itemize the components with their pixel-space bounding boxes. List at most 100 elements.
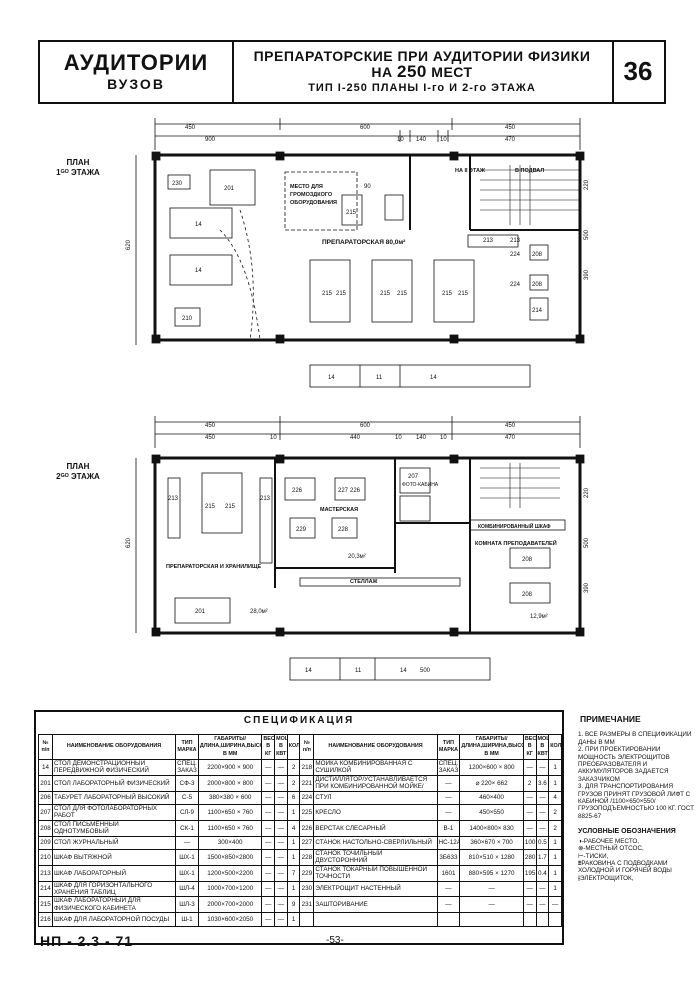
spec-cell: 216 [38, 912, 53, 927]
spec-cell: 207 [38, 804, 53, 821]
spec-cell: — [274, 774, 288, 792]
title-block: АУДИТОРИИ ВУЗОВ ПРЕПАРАТОРСКИЕ ПРИ АУДИТ… [38, 40, 666, 104]
page-number: -53- [326, 935, 344, 946]
svg-text:500: 500 [420, 668, 431, 674]
spec-cell: — [274, 819, 288, 837]
spec-cell: 450×550 [459, 804, 524, 821]
svg-text:14: 14 [195, 268, 202, 274]
spec-cell: — [261, 912, 276, 927]
spec-cell: 228 [299, 849, 315, 866]
spec-cell: — [274, 804, 288, 821]
svg-text:215: 215 [205, 504, 216, 510]
svg-text:МАСТЕРСКАЯ: МАСТЕРСКАЯ [320, 507, 358, 513]
category-subtitle: ВУЗОВ [107, 76, 165, 92]
spec-cell: — [535, 804, 550, 821]
svg-text:450: 450 [505, 423, 516, 429]
spec-cell: 0.4 [535, 864, 550, 882]
svg-text:226: 226 [292, 488, 303, 494]
spec-cell: 1 [286, 804, 301, 821]
svg-text:201: 201 [224, 186, 235, 192]
svg-text:224: 224 [510, 282, 521, 288]
svg-text:ФОТО-КАБИНА: ФОТО-КАБИНА [402, 482, 439, 488]
svg-text:213: 213 [260, 496, 271, 502]
svg-text:215: 215 [346, 210, 357, 216]
spec-cell: 300×400 [197, 835, 263, 851]
notes-panel: ПРИМЕЧАНИЕ 1. ВСЕ РАЗМЕРЫ В СПЕЦИФИКАЦИИ… [578, 715, 696, 882]
spec-cell [548, 912, 562, 927]
spec-cell: ШКАФ ДЛЯ ЛАБОРАТОРНОЙ ПОСУДЫ [51, 912, 177, 927]
spec-cell: 810×510 × 1280 [459, 849, 524, 866]
spec-cell: 6 [286, 790, 301, 806]
spec-cell: — [274, 864, 288, 882]
spec-cell: СК-1 [175, 819, 199, 837]
svg-text:12,9м²: 12,9м² [530, 614, 548, 620]
spec-cell: ШХ-1 [175, 849, 199, 866]
svg-text:20,3м²: 20,3м² [348, 554, 366, 560]
spec-cell: МОЙКА КОМБИНИРОВАННАЯ С СУШИЛКОЙ [313, 759, 438, 776]
spec-cell: — [436, 774, 461, 792]
spec-cell: — [459, 880, 524, 898]
svg-text:210: 210 [182, 316, 193, 322]
svg-text:900: 900 [205, 137, 216, 143]
svg-text:215: 215 [225, 504, 236, 510]
spec-cell: 1 [286, 849, 301, 866]
svg-text:14: 14 [305, 668, 312, 674]
svg-text:228: 228 [338, 527, 349, 533]
note-1: 1. ВСЕ РАЗМЕРЫ В СПЕЦИФИКАЦИИ ДАНЫ В ММ [578, 731, 692, 746]
svg-text:470: 470 [505, 137, 516, 143]
spec-cell: 208 [38, 819, 53, 837]
svg-text:201: 201 [195, 609, 206, 615]
svg-text:213: 213 [483, 238, 494, 244]
svg-text:500: 500 [584, 229, 590, 240]
spec-cell [522, 912, 537, 927]
spec-cell: 1400×800× 830 [459, 819, 524, 837]
svg-text:600: 600 [360, 125, 371, 131]
spec-cell: — [459, 896, 524, 914]
spec-cell: — [535, 790, 550, 806]
spec-cell: 2000×700×2000 [197, 896, 263, 914]
spec-cell: ЗАШТОРИВАНИЕ [313, 896, 438, 914]
spec-title: СПЕЦИФИКАЦИЯ [243, 715, 355, 726]
spec-cell: С-5 [175, 790, 199, 806]
spec-cell: — [522, 896, 537, 914]
svg-text:220: 220 [584, 179, 590, 190]
spec-cell: — [522, 759, 537, 776]
spec-cell: 226 [299, 819, 315, 837]
spec-cell: 1 [548, 759, 562, 776]
svg-text:500: 500 [584, 537, 590, 548]
legend-sink: ⩩РАКОВИНА С ПОДВОДКАМИ ХОЛОДНОЙ И ГОРЯЧЕ… [578, 859, 672, 875]
spec-cell: — [535, 880, 550, 898]
svg-text:14: 14 [195, 222, 202, 228]
spec-cell: — [261, 864, 276, 882]
spec-cell: 225 [299, 804, 315, 821]
spec-cell: ДИСТИЛЛЯТОР/УСТАНАВЛИВАЕТСЯ ПРИ КОМБИНИР… [313, 774, 438, 792]
spec-cell: СПЕЦ. ЗАКАЗ [436, 759, 461, 776]
spec-cell: 1100×650 × 760 [197, 804, 263, 821]
svg-text:226: 226 [350, 488, 361, 494]
svg-text:140: 140 [416, 435, 427, 441]
svg-text:215: 215 [322, 291, 333, 297]
svg-text:215: 215 [336, 291, 347, 297]
spec-cell: Ш-1 [175, 912, 199, 927]
spec-cell: ШКАФ ЛАБОРАТОРНЫЙ ДЛЯ ФИЗИЧЕСКОГО КАБИНЕ… [51, 896, 177, 914]
spec-cell: 1200×600 × 800 [459, 759, 524, 776]
spec-cell: 1030×600×2050 [197, 912, 263, 927]
spec-cell: 280 [522, 849, 537, 866]
spec-cell: 221 [299, 774, 315, 792]
spec-cell: 2 [286, 774, 301, 792]
sink-icon: ⩩ [578, 859, 582, 867]
spec-cell: 1.7 [535, 849, 550, 866]
svg-text:620: 620 [126, 239, 132, 250]
spec-cell: 214 [38, 880, 53, 898]
spec-cell: 1000×700×1200 [197, 880, 263, 898]
svg-text:229: 229 [296, 527, 307, 533]
svg-text:600: 600 [360, 423, 371, 429]
spec-cell: 3Б633 [436, 849, 461, 866]
sheet-title: ПРЕПАРАТОРСКИЕ ПРИ АУДИТОРИИ ФИЗИКИ НА 2… [253, 48, 591, 81]
spec-cell: — [274, 880, 288, 898]
